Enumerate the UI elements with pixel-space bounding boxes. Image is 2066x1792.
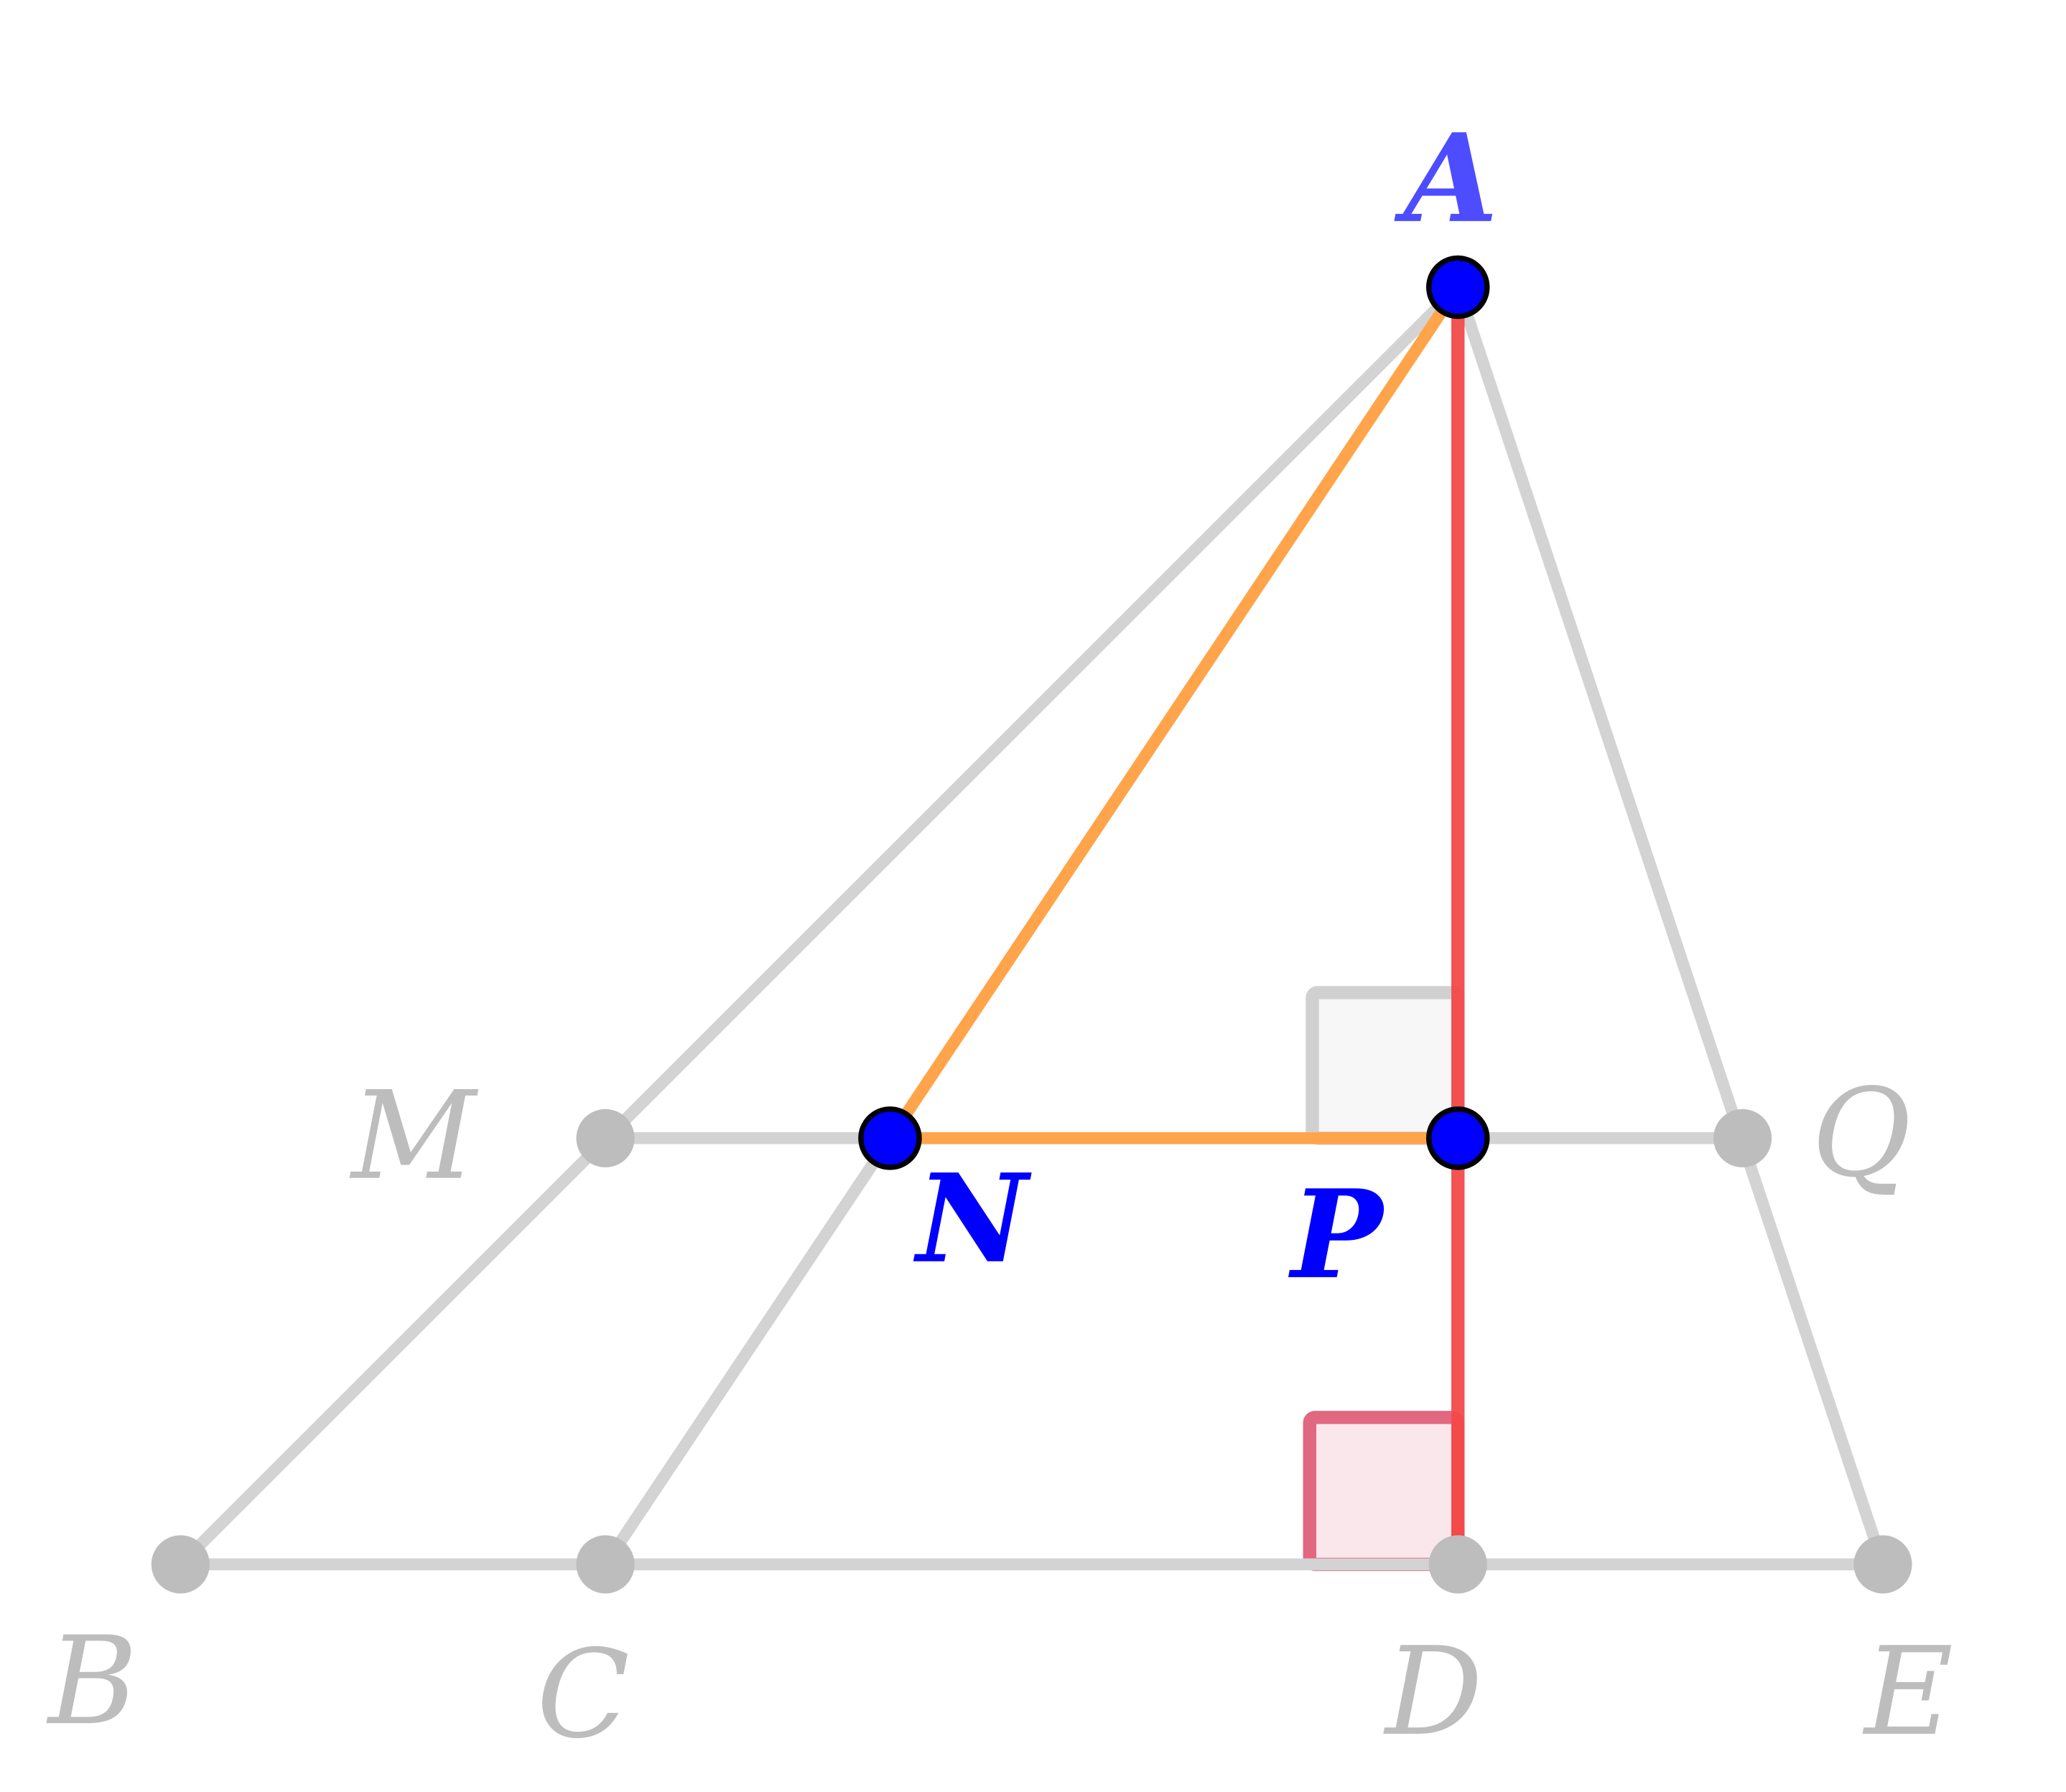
label-e: E: [1862, 1621, 1953, 1763]
segment-ab: [175, 281, 1464, 1571]
label-d: D: [1383, 1621, 1483, 1763]
point-c[interactable]: [576, 1535, 635, 1594]
point-q[interactable]: [1713, 1109, 1772, 1167]
point-e[interactable]: [1853, 1535, 1912, 1594]
label-a: A: [1394, 107, 1499, 250]
label-m: M: [349, 1065, 479, 1207]
label-b: B: [46, 1610, 138, 1752]
right-angle-mark-d: [1303, 1411, 1465, 1572]
point-d[interactable]: [1428, 1535, 1487, 1594]
point-a[interactable]: [1425, 255, 1490, 319]
label-p: P: [1288, 1163, 1386, 1306]
point-m[interactable]: [576, 1109, 635, 1167]
segment-ae: [1451, 281, 1889, 1571]
segment-cn: [599, 1132, 896, 1571]
label-q: Q: [1811, 1063, 1911, 1204]
label-c: C: [536, 1624, 630, 1765]
segment-na: [884, 281, 1464, 1144]
point-n[interactable]: [858, 1106, 922, 1170]
label-n: N: [913, 1147, 1032, 1290]
point-p[interactable]: [1425, 1106, 1490, 1170]
point-b[interactable]: [151, 1535, 210, 1594]
